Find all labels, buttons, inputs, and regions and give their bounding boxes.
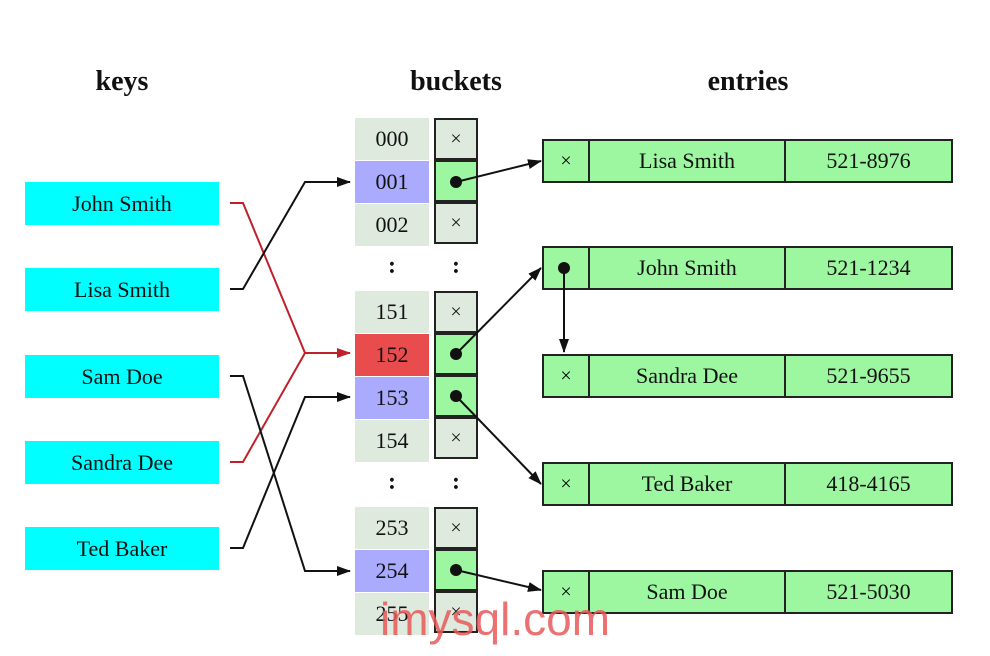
arrow-152-to-john-smith (455, 267, 542, 355)
arrow-254-to-sam-doe (455, 569, 542, 592)
bucket-153: 153 (355, 377, 429, 419)
entry-sandra-dee-name: Sandra Dee (590, 356, 786, 396)
keys-heading: keys (95, 66, 149, 97)
key-john-smith: John Smith (25, 182, 219, 225)
bucket-154: 154 (355, 420, 429, 462)
bucket-index-ellipsis-1: : (388, 253, 396, 279)
bucket-151-null-icon: × (434, 291, 478, 333)
bucket-254: 254 (355, 550, 429, 592)
key-ted-baker: Ted Baker (25, 527, 219, 570)
entry-lisa-smith-name: Lisa Smith (590, 141, 786, 181)
entry-sandra-dee-null-icon: × (544, 356, 590, 396)
entry-ted-baker-null-icon: × (544, 464, 590, 504)
arrow-john-smith-to-152 (230, 202, 351, 358)
bucket-pointer-ellipsis-1: : (452, 253, 460, 279)
bucket-000: 000 (355, 118, 429, 160)
bucket-002-null-icon: × (434, 202, 478, 244)
buckets-heading: buckets (410, 66, 502, 97)
arrow-sandra-dee-to-152 (230, 352, 306, 463)
watermark: imysql.com (380, 593, 611, 645)
arrow-lisa-smith-to-001 (230, 177, 351, 290)
entry-sam-doe-null-icon: × (544, 572, 590, 612)
entry-john-smith-name: John Smith (590, 248, 786, 288)
entry-sam-doe: × Sam Doe 521-5030 (542, 570, 953, 614)
arrow-sam-doe-to-254 (230, 375, 351, 576)
bucket-index-ellipsis-2: : (388, 469, 396, 495)
entry-lisa-smith: × Lisa Smith 521-8976 (542, 139, 953, 183)
bucket-001: 001 (355, 161, 429, 203)
entry-ted-baker: × Ted Baker 418-4165 (542, 462, 953, 506)
bucket-253: 253 (355, 507, 429, 549)
bucket-253-null-icon: × (434, 507, 478, 549)
bucket-255-null-icon: × (434, 591, 478, 633)
entry-ted-baker-phone: 418-4165 (826, 471, 911, 496)
bucket-255: 255 (355, 593, 429, 635)
key-sam-doe: Sam Doe (25, 355, 219, 398)
arrow-ted-baker-to-153 (230, 392, 351, 549)
bucket-154-null-icon: × (434, 417, 478, 459)
entries-heading: entries (707, 66, 789, 97)
bucket-000-null-icon: × (434, 118, 478, 160)
key-lisa-smith: Lisa Smith (25, 268, 219, 311)
entry-sam-doe-phone: 521-5030 (826, 579, 911, 604)
bucket-002: 002 (355, 204, 429, 246)
entry-lisa-smith-phone: 521-8976 (826, 148, 911, 173)
entry-john-smith: John Smith 521-1234 (542, 246, 953, 290)
entry-lisa-smith-null-icon: × (544, 141, 590, 181)
entry-john-smith-pointer (544, 248, 590, 288)
bucket-pointer-ellipsis-2: : (452, 469, 460, 495)
bucket-151: 151 (355, 291, 429, 333)
arrow-001-to-lisa-smith (455, 159, 542, 183)
entry-ted-baker-name: Ted Baker (590, 464, 786, 504)
entry-sam-doe-name: Sam Doe (590, 572, 786, 612)
key-sandra-dee: Sandra Dee (25, 441, 219, 484)
arrow-153-to-ted-baker (455, 395, 542, 485)
entry-sandra-dee-phone: 521-9655 (826, 363, 911, 388)
entry-john-smith-phone: 521-1234 (826, 255, 911, 280)
entry-sandra-dee: × Sandra Dee 521-9655 (542, 354, 953, 398)
bucket-152: 152 (355, 334, 429, 376)
